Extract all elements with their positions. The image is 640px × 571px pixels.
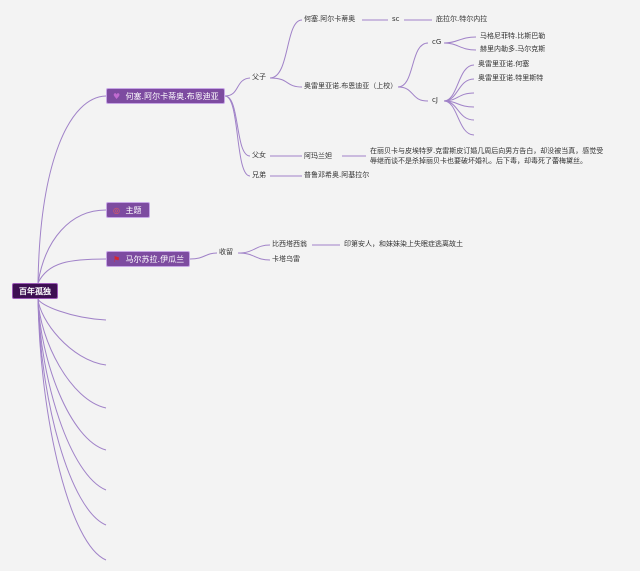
topic-label: 马尔苏拉.伊瓜兰 [125, 255, 185, 264]
node-cj[interactable]: cJ [432, 96, 438, 104]
node-cj-child-2[interactable]: 奥雷里亚诺.特里斯特 [478, 74, 544, 82]
connector-line [443, 36, 477, 44]
node-pilar-ternera[interactable]: 庇拉尔.特尔内拉 [436, 15, 488, 23]
flag-icon: ⚑ [113, 255, 121, 264]
relation-adopted[interactable]: 收留 [219, 248, 233, 256]
connector-line [224, 95, 251, 157]
connector-line [443, 100, 475, 136]
visitacion-note[interactable]: 印第安人，和妹妹染上失眠症逃离故土 [344, 240, 463, 248]
root-label: 百年孤独 [19, 287, 51, 296]
topic-jose-arcadio-buendia[interactable]: ♥ 何塞.阿尔卡蒂奥.布恩迪亚 [106, 88, 225, 104]
connector-line [443, 64, 475, 102]
connector-line [397, 42, 429, 88]
connector-line [189, 252, 218, 260]
node-amaranta[interactable]: 阿玛兰妲 [304, 152, 332, 160]
root-topic[interactable]: 百年孤独 [12, 283, 58, 299]
topic-label: 何塞.阿尔卡蒂奥.布恩迪亚 [125, 92, 219, 101]
connector-line [37, 298, 107, 491]
connector-line [269, 77, 303, 88]
target-icon: ◎ [113, 206, 120, 215]
node-cg[interactable]: cG [432, 38, 442, 46]
node-cj-child-1[interactable]: 奥雷里亚诺.何塞 [478, 60, 530, 68]
connector-line [37, 298, 107, 451]
relation-father-son[interactable]: 父子 [252, 73, 266, 81]
connector-line [269, 19, 303, 79]
connector-line [37, 298, 107, 526]
connector-line [237, 252, 271, 261]
connector-line [37, 298, 107, 366]
node-jose-arcadio[interactable]: 何塞.阿尔卡蒂奥 [304, 15, 356, 23]
connector-line [443, 42, 477, 51]
connector-line [397, 86, 429, 102]
connector-line [37, 209, 107, 284]
node-prudencio-aguilar[interactable]: 普鲁邓希奥.阿基拉尔 [304, 171, 370, 179]
connector-line [37, 298, 107, 561]
topic-theme[interactable]: ◎ 主题 [106, 202, 150, 218]
connector-line [237, 244, 271, 254]
node-cataure[interactable]: 卡塔乌雷 [272, 255, 300, 263]
topic-label: 主题 [125, 206, 142, 215]
node-cg-child-1[interactable]: 马格尼菲特.比斯巴勒 [480, 32, 546, 40]
cat-icon: ♥ [113, 92, 121, 101]
connector-line [37, 258, 107, 284]
relation-father-daughter[interactable]: 父女 [252, 151, 266, 159]
node-aureliano-colonel[interactable]: 奥雷里亚诺.布恩迪亚（上校） [304, 82, 398, 90]
connector-line [224, 95, 251, 177]
connector-line [37, 298, 107, 321]
connector-line [37, 95, 107, 284]
connector-line [37, 298, 107, 409]
amaranta-note[interactable]: 在丽贝卡与皮埃特罗.克雷斯皮订婚几周后向男方告白，却没被当真，感觉受辱继而谈不是… [370, 147, 604, 165]
relation-brothers[interactable]: 兄弟 [252, 171, 266, 179]
node-cg-child-2[interactable]: 赫里内勒多.马尔克斯 [480, 45, 546, 53]
connector-line [224, 77, 251, 97]
topic-ursula-iguaran[interactable]: ⚑ 马尔苏拉.伊瓜兰 [106, 251, 190, 267]
node-visitacion[interactable]: 比西塔西翁 [272, 240, 307, 248]
node-sc[interactable]: sc [392, 15, 400, 23]
